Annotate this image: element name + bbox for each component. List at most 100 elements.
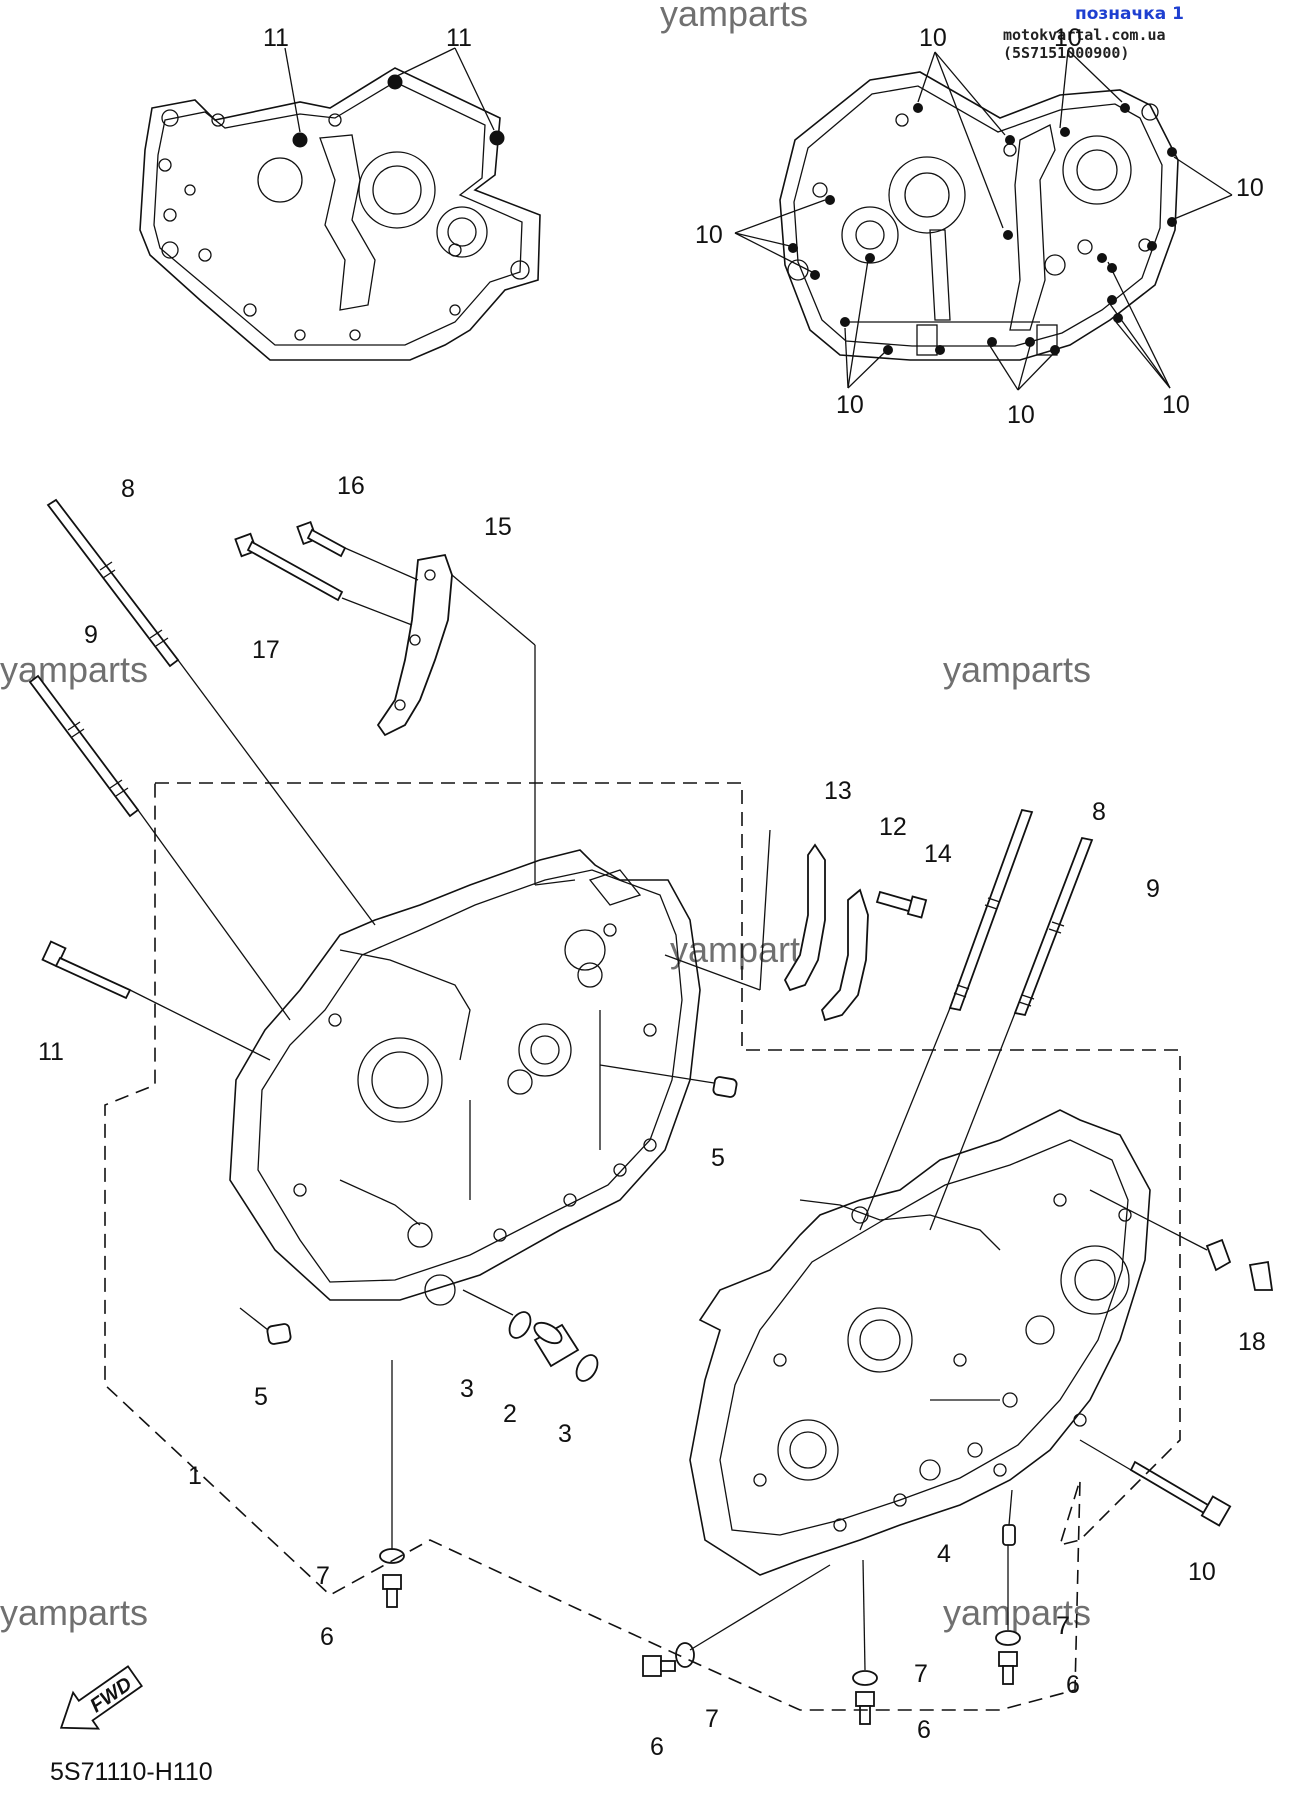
watermark: yamparts [660,0,808,34]
callout: 1 [188,1462,202,1490]
bolt-6 [642,1655,676,1677]
bolt-6 [855,1691,875,1725]
callout: 3 [558,1420,572,1448]
hole-marker [1113,313,1123,323]
hole-marker [387,74,403,90]
bolt-6 [382,1574,402,1608]
hole-marker [1120,103,1130,113]
hole-marker [489,130,505,146]
hole-marker [788,243,798,253]
callout: 7 [705,1705,719,1733]
hole-marker [292,132,308,148]
callout: 6 [320,1623,334,1651]
callout: 10 [1054,24,1082,52]
hole-marker [935,345,945,355]
callout: 5 [711,1144,725,1172]
crankcase-right-view [734,49,1233,391]
callout: 3 [460,1375,474,1403]
clip-18 [1205,1238,1274,1291]
stud-bolt-9-left [28,674,140,818]
callout: 9 [84,621,98,649]
callout: 10 [1162,391,1190,419]
callout: 7 [914,1660,928,1688]
gasket-12 [820,888,869,1022]
callout: 11 [263,24,289,52]
callout: 15 [484,513,512,541]
bolt-11 [41,940,132,1000]
header-site-code: motokvartal.com.ua (5S7151000900) [1003,26,1166,62]
callout: 14 [924,840,952,868]
watermark: yamparts [0,1592,148,1633]
crankcase-right-half [689,1109,1151,1576]
washer-7 [852,1670,878,1686]
watermark: yamparts [943,649,1091,690]
callout: 9 [1146,875,1160,903]
hole-marker [1107,295,1117,305]
callout: 12 [879,813,907,841]
hole-marker [1097,253,1107,263]
bolt-6 [998,1651,1018,1685]
assembly-lines [129,547,1208,1671]
hole-marker [1060,127,1070,137]
hole-marker [810,270,820,280]
bolt-10 [1129,1460,1232,1527]
guide-plate-15 [376,553,453,737]
o-ring-3-right [575,1354,599,1382]
dowel-pin-5-lower [266,1323,292,1345]
bolt-16 [296,520,347,558]
callout: 16 [337,472,365,500]
callout: 10 [1188,1558,1216,1586]
hole-marker [987,337,997,347]
assembly-outline-left [104,782,1181,1711]
hole-marker [840,317,850,327]
hole-marker [883,345,893,355]
callout: 13 [824,777,852,805]
stud-bolt-8-right [948,808,1034,1012]
o-ring-3-left [508,1311,532,1339]
callout: 10 [1236,174,1264,202]
callout: 5 [254,1383,268,1411]
forward-arrow-badge: FWD [59,1665,143,1730]
callout: 17 [252,636,280,664]
stud-bolt-8-left [46,498,180,668]
callout: 6 [650,1733,664,1761]
callout: 10 [836,391,864,419]
hole-marker [825,195,835,205]
header-link[interactable]: позначка 1 [1075,4,1184,24]
hole-marker [1003,230,1013,240]
callout: 11 [446,24,472,52]
callout: 10 [1007,401,1035,429]
callout: 10 [919,24,947,52]
crankcase-left-half [229,849,701,1306]
diagram-code: 5S71110-H110 [50,1758,213,1786]
callout: 18 [1238,1328,1266,1356]
collar-2 [533,1321,580,1368]
callout: 11 [38,1038,64,1066]
hole-marker [1147,241,1157,251]
callout: 4 [937,1540,951,1568]
callout: 7 [316,1562,330,1590]
dowel-pin-4 [1002,1524,1016,1546]
hole-marker [1005,135,1015,145]
hole-marker [1025,337,1035,347]
bolt-17 [234,532,344,602]
callout: 7 [1056,1612,1070,1640]
stud-bolt-9-right [1013,836,1094,1017]
hole-marker [865,253,875,263]
callout: 10 [695,221,723,249]
dowel-pin-5-upper [712,1076,738,1098]
callout: 6 [1066,1671,1080,1699]
callout: 2 [503,1400,517,1428]
washer-7 [995,1630,1021,1646]
hole-marker [1167,147,1177,157]
callout: 6 [917,1716,931,1744]
crankcase-left-view [139,47,541,361]
watermark: yamparts [0,649,148,690]
watermark: yamparts [943,1592,1091,1633]
callout: 8 [121,475,135,503]
hole-marker [1167,217,1177,227]
gasket-13 [783,843,826,992]
hole-marker [1050,345,1060,355]
callout-labels: 11 11 10 10 10 10 10 10 10 8 9 16 15 17 … [38,24,1266,1761]
